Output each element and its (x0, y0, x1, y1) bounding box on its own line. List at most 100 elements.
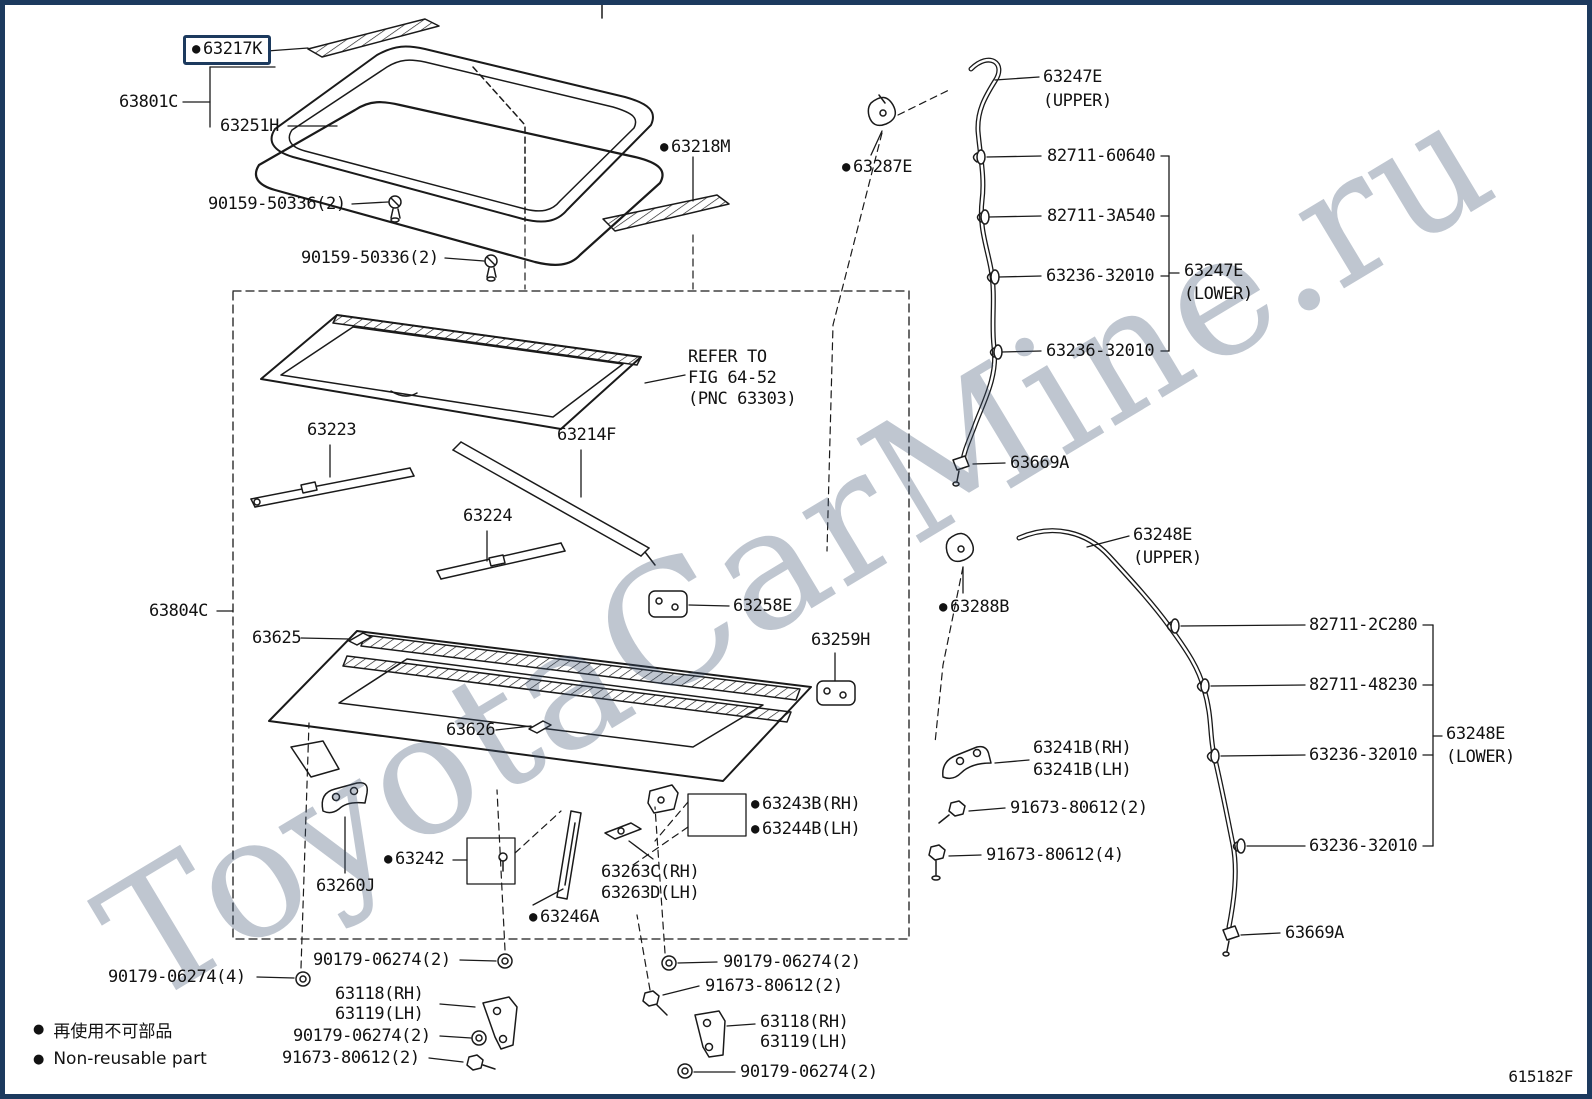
part-label[interactable]: 90179-06274(4) (108, 968, 246, 987)
part-label[interactable]: 63236-32010 (1309, 837, 1418, 856)
part-number-text: (UPPER) (1133, 548, 1202, 568)
part-label[interactable]: 63236-32010 (1046, 267, 1155, 286)
part-label[interactable]: REFER TO (688, 348, 767, 367)
bracket-63260J (321, 781, 369, 814)
bottom-hardware (295, 953, 726, 1079)
roof-frame-assembly (268, 590, 856, 900)
part-label[interactable]: ●63217K (183, 35, 272, 65)
part-number-text: 63243B(RH) (762, 794, 861, 814)
part-number-text: 91673-80612(2) (282, 1048, 420, 1068)
part-label[interactable]: ●63287E (842, 158, 912, 178)
part-label[interactable]: 63625 (252, 629, 302, 648)
part-label[interactable]: 91673-80612(2) (1010, 799, 1148, 818)
part-label[interactable]: 63260J (316, 877, 375, 896)
weatherstrip (254, 101, 664, 266)
part-number-text: 63669A (1010, 453, 1070, 473)
plate-63263C (604, 822, 642, 840)
part-label[interactable]: 63224 (463, 507, 513, 526)
part-label[interactable]: 63241B(RH) (1033, 738, 1132, 758)
part-number-text: 90179-06274(4) (108, 967, 246, 987)
part-label[interactable]: 90179-06274(2) (313, 951, 451, 970)
part-label[interactable]: 63804C (149, 602, 208, 621)
part-label[interactable]: 82711-48230 (1309, 676, 1418, 695)
part-label[interactable]: 90179-06274(2) (293, 1027, 431, 1046)
part-number-text: 63260J (316, 876, 376, 896)
part-label[interactable]: (UPPER) (1133, 549, 1202, 568)
part-label[interactable]: 63118(RH) (335, 985, 424, 1004)
part-label[interactable]: 63626 (446, 721, 496, 740)
nut-90179 (677, 1063, 693, 1079)
part-label-layer: ●63217K 63801C 63251H ●63218M 90159-50336(2)… (5, 5, 1587, 1094)
part-number-text: 91673-80612(2) (1010, 798, 1148, 818)
hose-clip (1206, 748, 1220, 764)
part-label[interactable]: 63119(LH) (760, 1033, 849, 1052)
part-label[interactable]: 90159-50336(2) (208, 195, 346, 214)
part-label[interactable]: ●63243B(RH) (751, 794, 861, 815)
screw-91673-a (938, 800, 966, 824)
part-number-text: 63246A (540, 907, 600, 927)
part-label[interactable]: 90179-06274(2) (723, 953, 861, 972)
part-number-text: 63241B(RH) (1033, 738, 1132, 758)
bracket-63118-a (482, 996, 518, 1050)
part-label[interactable]: 90179-06274(2) (740, 1063, 878, 1082)
frame-opening (338, 658, 764, 748)
part-label[interactable]: FIG 64-52 (688, 369, 777, 388)
part-label[interactable]: 63247E (1184, 262, 1243, 281)
non-reusable-dot-icon: ● (751, 821, 760, 837)
part-label[interactable]: (LOWER) (1446, 748, 1515, 767)
part-label[interactable]: 90159-50336(2) (301, 249, 439, 268)
part-label[interactable]: 82711-60640 (1047, 147, 1156, 166)
part-number-text: 91673-80612(2) (705, 976, 843, 996)
elbow-63669A-rear (1222, 925, 1240, 957)
part-label[interactable]: 63118(RH) (760, 1013, 849, 1032)
part-label[interactable]: 91673-80612(2) (705, 977, 843, 996)
part-label[interactable]: 63263D(LH) (601, 884, 700, 903)
part-label[interactable]: ●63246A (529, 908, 599, 928)
part-label[interactable]: 63258E (733, 597, 792, 616)
part-label[interactable]: 63236-32010 (1309, 746, 1418, 765)
part-label[interactable]: 63669A (1285, 924, 1344, 943)
part-label[interactable]: 63248E (1133, 526, 1192, 545)
non-reusable-dot-icon: ● (33, 1022, 45, 1037)
part-label[interactable]: 63669A (1010, 454, 1069, 473)
non-reusable-dot-icon: ● (192, 41, 201, 57)
part-label[interactable]: 63801C (119, 93, 178, 112)
part-label[interactable]: 63223 (307, 421, 357, 440)
bracket-63259H (816, 680, 856, 706)
part-number-text: FIG 64-52 (688, 368, 777, 388)
part-label[interactable]: ●63244B(LH) (751, 820, 861, 840)
part-label[interactable]: ●63218M (660, 138, 730, 158)
legend-row-en: ● Non-reusable part (33, 1049, 207, 1069)
part-label[interactable]: (LOWER) (1184, 285, 1253, 304)
part-label[interactable]: 63241B(LH) (1033, 761, 1132, 780)
part-number-text: 82711-3A540 (1047, 206, 1156, 226)
part-label[interactable]: ●63242 (384, 850, 445, 870)
clip-63288B (945, 532, 975, 563)
part-label[interactable]: ●63288B (939, 598, 1009, 618)
part-number-text: 63801C (119, 92, 179, 112)
part-label[interactable]: (PNC 63303) (688, 390, 797, 409)
part-label[interactable]: (UPPER) (1043, 92, 1112, 111)
stopper-63625 (348, 632, 372, 646)
part-label[interactable]: 63236-32010 (1046, 342, 1155, 361)
part-label[interactable]: 91673-80612(4) (986, 846, 1124, 865)
part-label[interactable]: 63251H (220, 117, 279, 136)
drain-hose-rear (928, 528, 1246, 957)
part-number-text: 63119(LH) (335, 1004, 424, 1024)
part-number-text: 90179-06274(2) (293, 1026, 431, 1046)
part-label[interactable]: 63263C(RH) (601, 863, 700, 882)
part-label[interactable]: 63214F (557, 426, 616, 445)
part-label[interactable]: 63247E (1043, 68, 1102, 87)
nut-90179 (661, 955, 677, 971)
part-label[interactable]: 82711-3A540 (1047, 206, 1156, 226)
part-number-text: 63288B (950, 597, 1010, 617)
clip-63287E (867, 94, 897, 127)
part-number-text: 91673-80612(4) (986, 845, 1124, 865)
part-label[interactable]: 63259H (811, 631, 870, 650)
part-label[interactable]: 63119(LH) (335, 1005, 424, 1024)
part-label[interactable]: 63248E (1446, 725, 1505, 744)
part-label[interactable]: 82711-2C280 (1309, 616, 1418, 635)
dashed-leader-lines (300, 88, 964, 991)
part-label[interactable]: 91673-80612(2) (282, 1049, 420, 1068)
screw-91673-d (466, 1054, 496, 1071)
